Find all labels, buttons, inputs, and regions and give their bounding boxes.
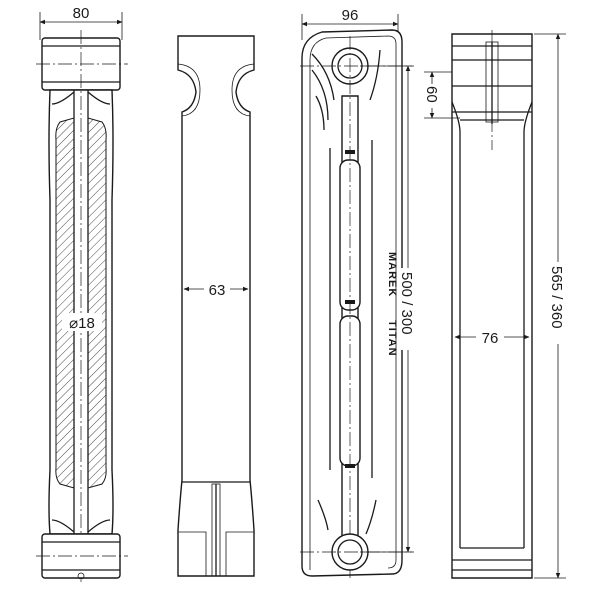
dimension-width-front: 96: [342, 7, 359, 24]
dimension-height-total: 565 / 360: [548, 266, 565, 329]
brand-name-marek: MAREK: [386, 252, 398, 297]
brand-name-titan: TITAN: [386, 320, 398, 357]
dimension-inner-width: 63: [209, 282, 226, 299]
dimension-inner-width-back: 76: [482, 330, 499, 347]
view-back-outline: 60 76 565 / 360: [423, 30, 567, 579]
view-front: 96 MAREK TITAN: [300, 7, 417, 580]
view-side-outline: 63: [177, 35, 255, 577]
view-side-section: 80 ⌀18: [36, 5, 128, 582]
dimension-height-axis: 500 / 300: [398, 272, 415, 335]
dimension-spacing: 60: [423, 86, 440, 103]
dimension-diameter: ⌀18: [69, 315, 95, 332]
dimension-width-side: 80: [73, 5, 90, 22]
